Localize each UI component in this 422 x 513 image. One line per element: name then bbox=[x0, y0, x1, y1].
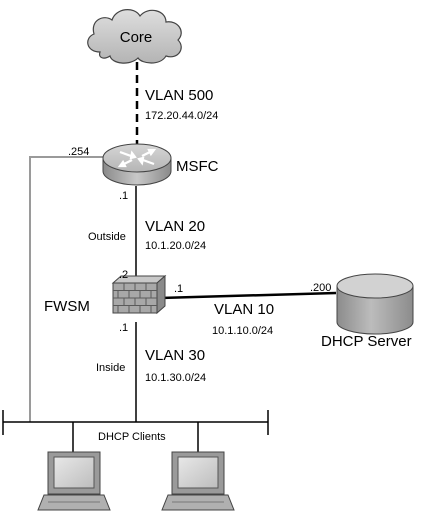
vlan30-side-label: Inside bbox=[96, 362, 125, 374]
vlan10-name: VLAN 10 bbox=[214, 301, 274, 318]
msfc-to-clients-link bbox=[29, 156, 103, 422]
msfc-left-address: .254 bbox=[68, 146, 89, 158]
fwsm-label: FWSM bbox=[44, 298, 90, 315]
vlan30-subnet: 10.1.30.0/24 bbox=[145, 372, 206, 384]
fwsm-right-address: .1 bbox=[174, 283, 183, 295]
fwsm-top-address: .2 bbox=[119, 269, 128, 281]
dhcp-clients-label: DHCP Clients bbox=[98, 431, 166, 443]
vlan20-side-label: Outside bbox=[88, 231, 126, 243]
clients-bus bbox=[2, 410, 269, 452]
computer-icon bbox=[161, 451, 235, 511]
msfc-label: MSFC bbox=[176, 158, 219, 175]
vlan20-subnet: 10.1.20.0/24 bbox=[145, 240, 206, 252]
vlan500-name: VLAN 500 bbox=[145, 87, 213, 104]
msfc-bottom-address: .1 bbox=[119, 190, 128, 202]
router-icon bbox=[102, 143, 172, 186]
vlan30-name: VLAN 30 bbox=[145, 347, 205, 364]
dhcp-server-address: .200 bbox=[310, 282, 331, 294]
core-label: Core bbox=[120, 29, 153, 46]
firewall-icon bbox=[111, 274, 167, 315]
computer-icon bbox=[37, 451, 111, 511]
dhcp-server-label: DHCP Server bbox=[321, 333, 412, 350]
vlan500-subnet: 172.20.44.0/24 bbox=[145, 110, 218, 122]
fwsm-bottom-address: .1 bbox=[119, 322, 128, 334]
vlan20-name: VLAN 20 bbox=[145, 218, 205, 235]
cloud-icon bbox=[87, 9, 182, 64]
server-icon bbox=[336, 273, 414, 335]
vlan10-link bbox=[159, 291, 337, 300]
vlan10-subnet: 10.1.10.0/24 bbox=[212, 325, 273, 337]
